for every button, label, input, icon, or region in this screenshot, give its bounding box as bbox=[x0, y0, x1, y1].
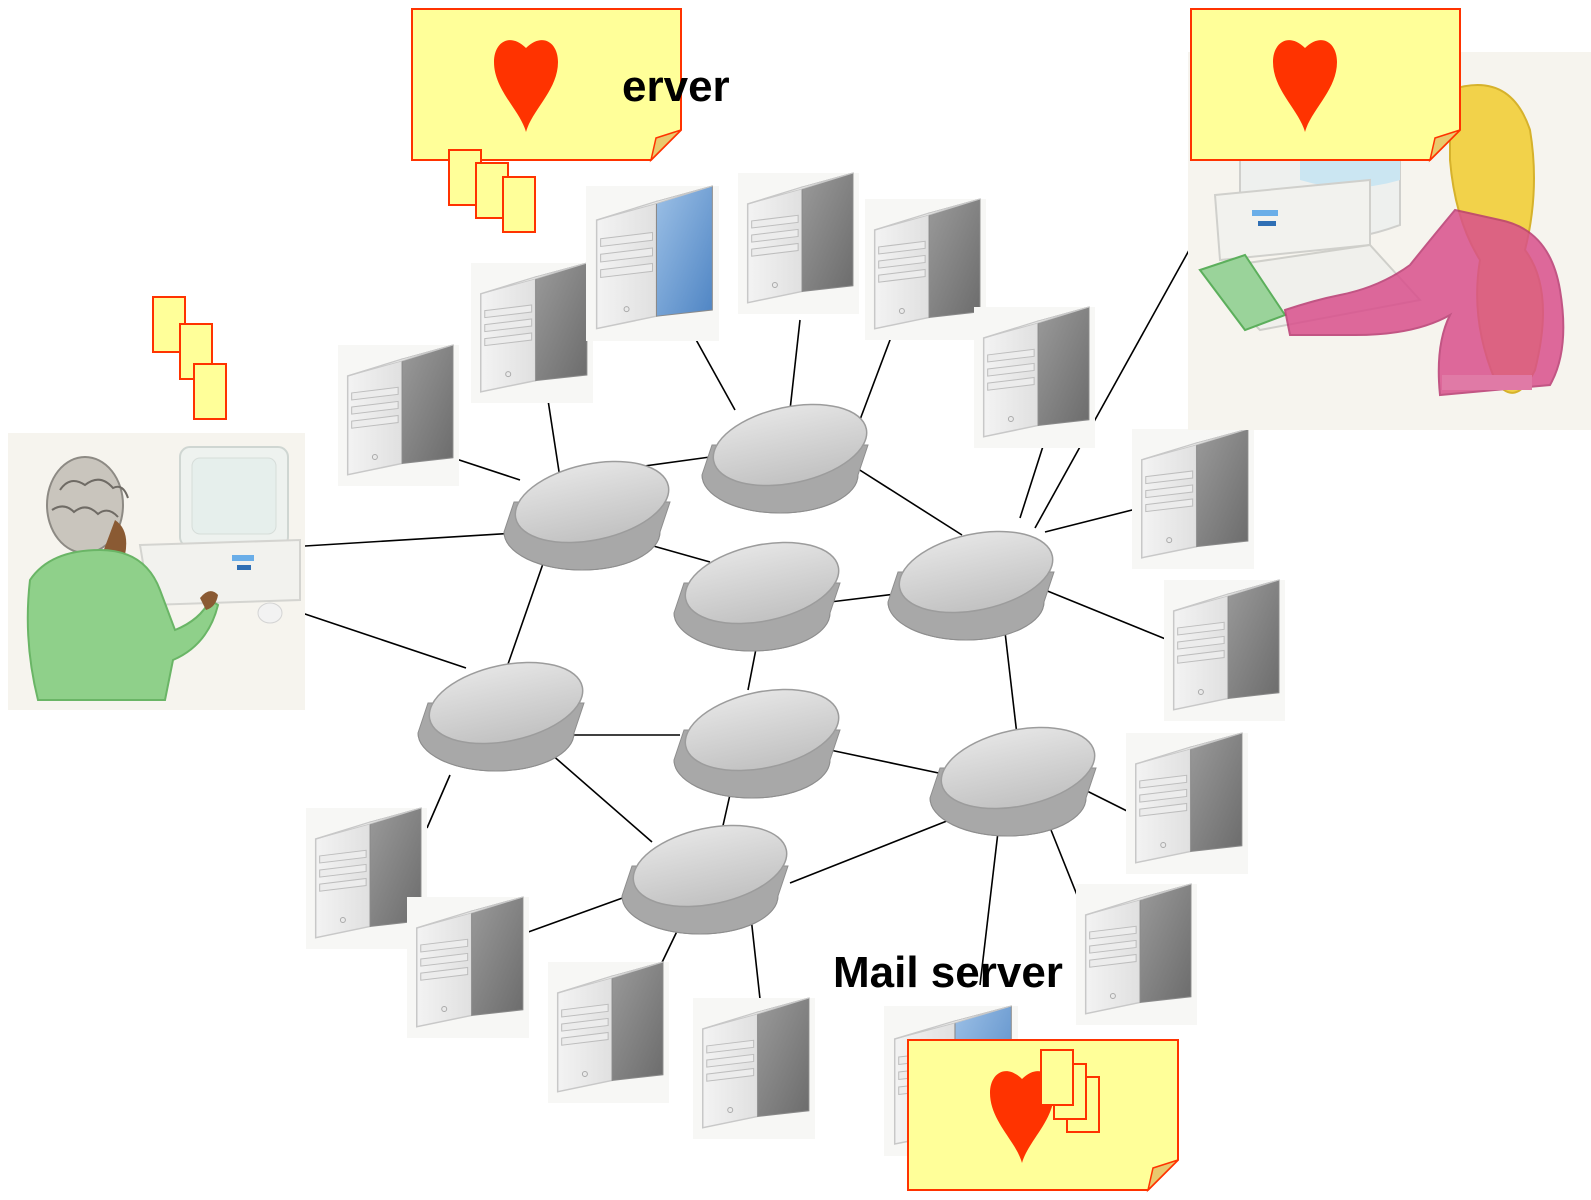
router-icon bbox=[417, 661, 585, 772]
heart-icon bbox=[990, 1071, 1054, 1163]
user-left-at-computer-icon bbox=[8, 433, 305, 710]
link-host-bl-2 bbox=[519, 895, 629, 936]
message-pages-bottom bbox=[1040, 1049, 1100, 1133]
server-tower-icon bbox=[865, 198, 986, 340]
heart-icon bbox=[494, 40, 558, 132]
server-tower-icon bbox=[306, 807, 427, 949]
link-user-left-1 bbox=[304, 531, 533, 547]
link-host-right-3 bbox=[1044, 589, 1169, 641]
server-tower-icon bbox=[586, 185, 719, 341]
router-icon bbox=[503, 460, 671, 571]
server-towers bbox=[306, 172, 1285, 1139]
message-page-icon bbox=[502, 176, 536, 233]
server-tower-icon bbox=[1126, 732, 1248, 874]
server-tower-icon bbox=[974, 306, 1095, 448]
link-r7-r5 bbox=[829, 749, 949, 776]
router-icon bbox=[887, 530, 1055, 641]
server-tower-icon bbox=[1164, 579, 1285, 721]
link-host-top-4 bbox=[857, 331, 894, 426]
message-pages-left bbox=[152, 296, 227, 420]
link-user-left-2 bbox=[301, 612, 467, 669]
server-tower-icon bbox=[738, 172, 859, 314]
link-mail-server bbox=[979, 814, 1001, 986]
server-tower-icon bbox=[1076, 883, 1197, 1025]
router-icon bbox=[621, 824, 789, 935]
server-label-top: erver bbox=[622, 62, 730, 111]
server-tower-icon bbox=[1132, 428, 1254, 569]
link-r3-r5 bbox=[1004, 631, 1018, 736]
server-tower-icon bbox=[548, 961, 669, 1103]
router-icon bbox=[701, 403, 869, 514]
link-r2-r3 bbox=[854, 466, 963, 536]
sticky-note-icon bbox=[411, 8, 682, 163]
link-host-right-1 bbox=[1019, 439, 1046, 519]
link-r8-r5 bbox=[789, 814, 963, 884]
router-icon bbox=[673, 541, 841, 652]
link-user-right bbox=[1034, 197, 1219, 529]
server-tower-icon bbox=[338, 344, 459, 486]
routers bbox=[417, 403, 1097, 935]
server-tower-icon bbox=[693, 997, 815, 1139]
mail-server-label: Mail server bbox=[833, 948, 1063, 997]
router-icon bbox=[673, 688, 841, 799]
message-pages-top bbox=[448, 149, 536, 233]
message-page-icon bbox=[1040, 1049, 1074, 1106]
message-page-icon bbox=[193, 363, 227, 420]
link-host-bl-1 bbox=[426, 774, 451, 829]
heart-icon bbox=[1273, 40, 1337, 132]
link-host-right-2 bbox=[1044, 507, 1141, 533]
sticky-note-icon bbox=[1190, 8, 1461, 163]
link-host-top-3 bbox=[789, 319, 801, 411]
sticky-note-icon bbox=[907, 1039, 1179, 1193]
server-tower-icon bbox=[471, 262, 593, 403]
server-tower-icon bbox=[407, 896, 529, 1038]
router-icon bbox=[929, 726, 1097, 837]
link-host-top-1 bbox=[547, 399, 561, 479]
